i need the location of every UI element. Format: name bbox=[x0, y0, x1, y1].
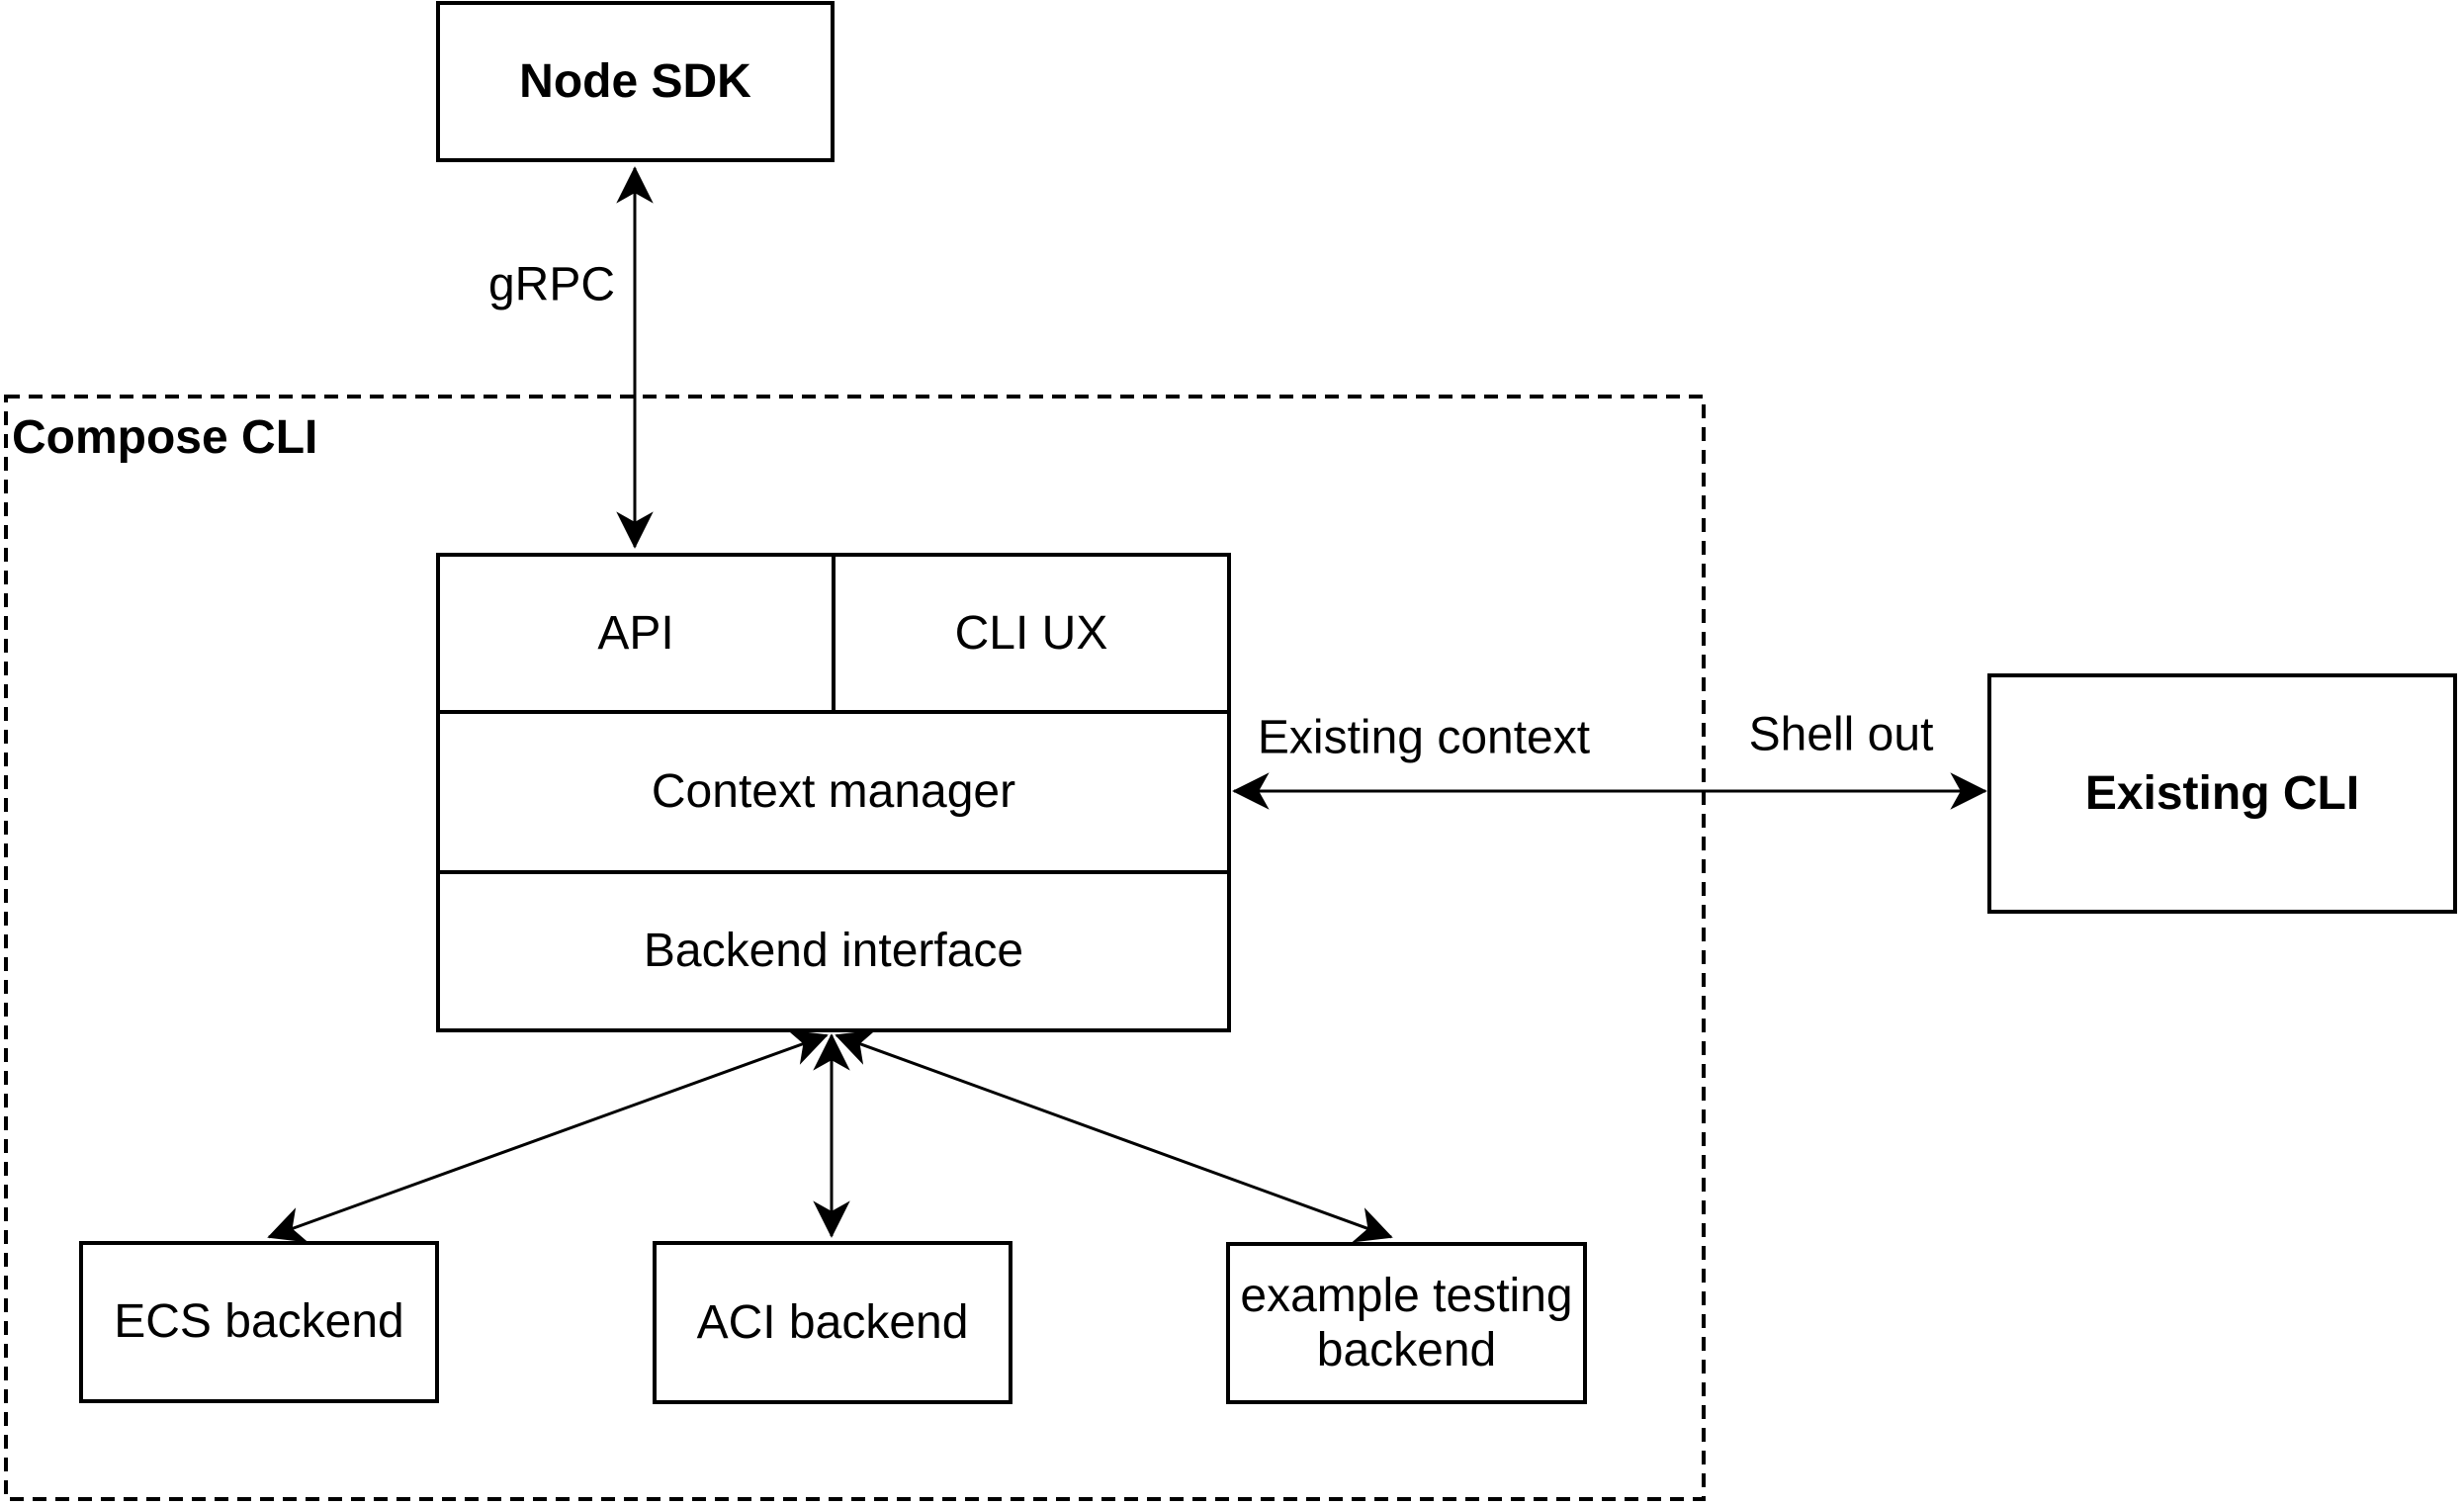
existing-cli-box bbox=[1987, 673, 2457, 914]
existing-context-edge-label: Existing context bbox=[1251, 710, 1597, 765]
ecs-backend-label: ECS backend bbox=[114, 1295, 404, 1349]
api-label: API bbox=[597, 606, 674, 660]
example-testing-backend-label-line2: backend bbox=[1316, 1324, 1497, 1376]
grpc-edge-label: gRPC bbox=[482, 257, 622, 312]
ecs-backend-arrow bbox=[267, 1029, 829, 1243]
example-testing-backend-label: example testing backend bbox=[1228, 1244, 1585, 1402]
node-sdk-box bbox=[436, 1, 835, 162]
ecs-backend-box bbox=[79, 1241, 439, 1403]
node-sdk-label: Node SDK bbox=[519, 54, 751, 108]
example-testing-backend-arrow bbox=[835, 1029, 1393, 1243]
aci-backend-box bbox=[653, 1241, 1012, 1404]
compose-cli-group-label: Compose CLI bbox=[12, 411, 318, 464]
example-testing-backend-label-line1: example testing bbox=[1240, 1269, 1573, 1322]
aci-backend-label: ACI backend bbox=[696, 1295, 969, 1349]
backend-interface-label: Backend interface bbox=[643, 925, 1024, 978]
compose-cli-group-border bbox=[4, 395, 1706, 1501]
existing-cli-label: Existing CLI bbox=[2084, 766, 2360, 820]
cli-ux-label: CLI UX bbox=[954, 606, 1108, 660]
context-manager-label: Context manager bbox=[651, 765, 1016, 819]
example-testing-backend-box bbox=[1226, 1242, 1587, 1404]
shell-out-edge-label: Shell out bbox=[1742, 707, 1940, 762]
